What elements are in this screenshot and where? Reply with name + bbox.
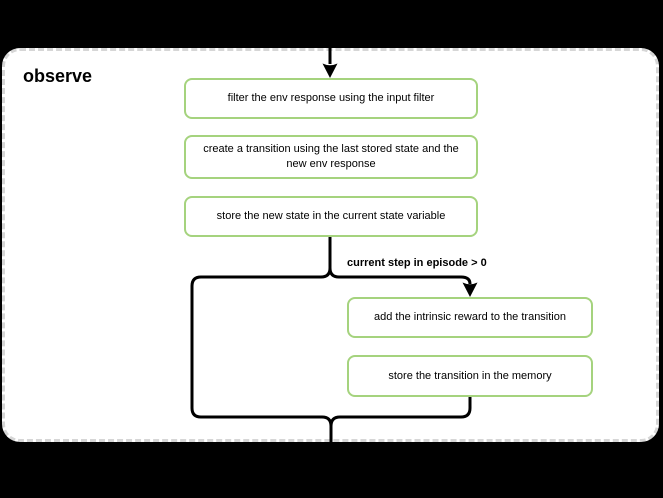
node-label: add the intrinsic reward to the transiti… xyxy=(374,311,566,323)
arrow-down-icon xyxy=(462,282,478,297)
node-add-intrinsic-reward: add the intrinsic reward to the transiti… xyxy=(347,297,593,338)
connector-merge xyxy=(329,395,472,472)
connector-bypass xyxy=(190,235,333,472)
arrow-down-icon xyxy=(322,63,338,78)
node-label: store the transition in the memory xyxy=(388,369,552,382)
node-store-transition: store the transition in the memory xyxy=(347,355,593,397)
node-label: create a transition using the last store… xyxy=(203,143,459,170)
node-label: filter the env response using the input … xyxy=(227,92,435,104)
branch-condition-label: current step in episode > 0 xyxy=(347,257,487,269)
connector-branch-true xyxy=(328,235,472,285)
node-filter-env-response: filter the env response using the input … xyxy=(184,78,478,119)
node-store-new-state: store the new state in the current state… xyxy=(184,196,478,237)
panel-title: observe xyxy=(23,66,93,86)
node-create-transition: create a transition using the last store… xyxy=(184,135,478,179)
node-label: store the new state in the current state… xyxy=(216,210,446,222)
